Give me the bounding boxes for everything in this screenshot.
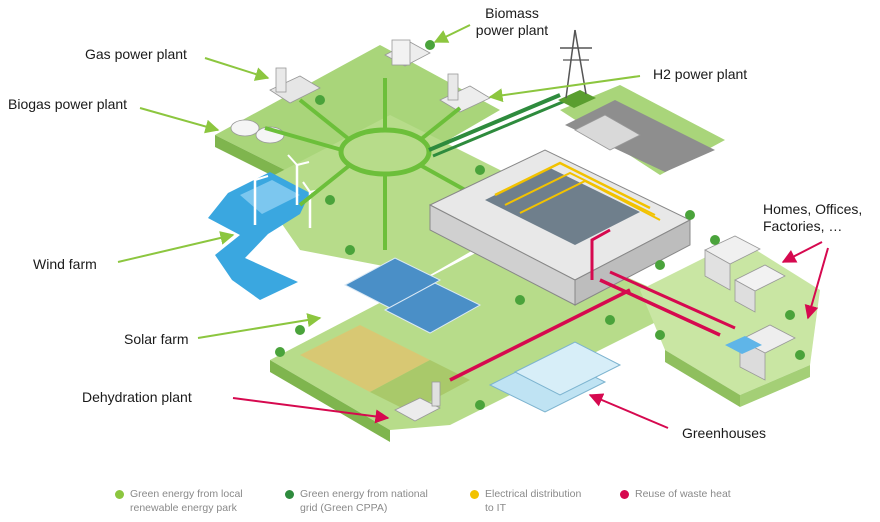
legend-text-it-distribution: Electrical distribution to IT [485,488,582,514]
trees [275,40,805,410]
arrow-biogas [139,107,220,134]
legend-item-waste-heat: Reuse of waste heat [620,487,731,501]
arrow-homes-left [781,241,823,263]
arrow-wind [117,231,235,263]
label-biomass-line-1: Biomass [485,5,539,21]
legend-text-national-green: Green energy from national grid (Green C… [300,488,428,514]
data-center [428,149,692,306]
legend-text-waste-heat: Reuse of waste heat [635,488,731,500]
label-biogas-power-plant: Biogas power plant [8,96,128,112]
label-dehydration-plant: Dehydration plant [82,389,192,405]
legend-dot-local-green [115,490,124,499]
legend-dot-waste-heat [620,490,629,499]
power-plant-platform [215,45,500,200]
label-greenhouses: Greenhouses [682,425,767,441]
solar-panels [343,257,482,334]
legend-item-national-green: Green energy from national grid (Green C… [285,487,428,515]
arrow-gas [204,57,270,81]
arrow-greenhouses [588,393,669,429]
label-solar-farm: Solar farm [124,331,189,347]
arrow-dehydration [232,397,390,424]
legend-item-it-distribution: Electrical distribution to IT [470,487,581,515]
greenhouse-structures [488,341,622,413]
legend-text-local-green: Green energy from local renewable energy… [130,488,243,514]
label-gas-power-plant: Gas power plant [85,46,187,62]
farm-fields [300,325,470,412]
callout-arrows [117,24,829,429]
label-wind-farm: Wind farm [33,256,97,272]
label-homes-line-2: Factories, … [763,218,843,234]
waste-heat-network [449,228,736,382]
label-biomass-power-plant: Biomass power plant [472,5,552,39]
arrow-h2 [488,75,641,103]
arrow-biomass [433,24,471,43]
dehydration-building [394,381,441,422]
legend-dot-national-green [285,490,294,499]
legend-item-local-green: Green energy from local renewable energy… [115,487,243,515]
arrow-solar [197,313,322,339]
energy-hub [264,78,566,250]
label-biomass-line-2: power plant [475,22,549,38]
road-building [574,114,641,151]
label-homes-offices-factories: Homes, Offices, Factories, … [763,201,862,235]
label-homes-line-1: Homes, Offices, [763,201,863,217]
city-buildings [704,235,796,381]
wind-turbines [245,154,321,228]
legend-dot-it-distribution [470,490,479,499]
transmission-pylon [558,29,596,108]
arrow-homes-down [804,247,829,320]
label-h2-power-plant: H2 power plant [653,66,748,82]
